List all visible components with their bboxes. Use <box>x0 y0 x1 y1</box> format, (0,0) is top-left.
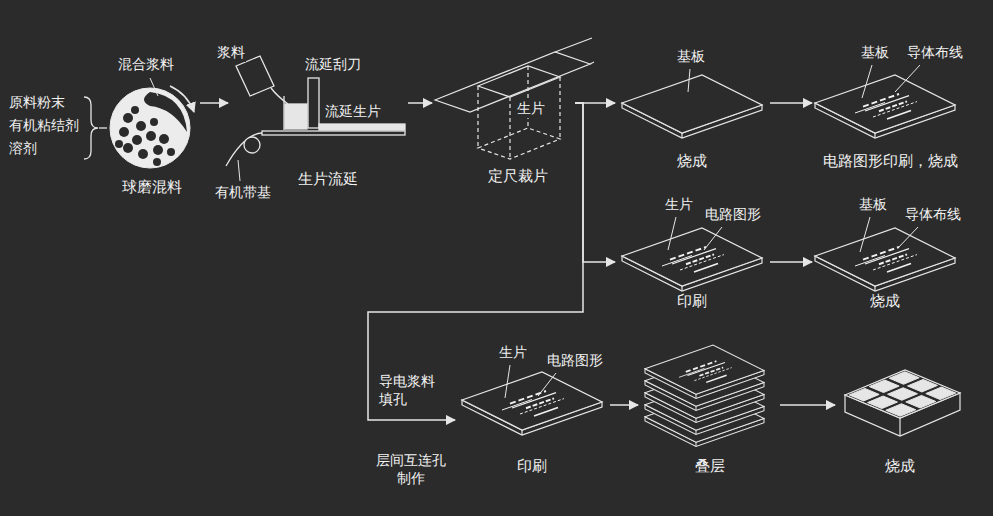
part-label: 电路图形 <box>546 352 604 370</box>
leader-line <box>150 78 158 96</box>
flow-arrow <box>200 102 228 104</box>
printed-green-sheet <box>622 228 762 291</box>
feed-line <box>99 127 107 128</box>
fired-printed-substrate <box>815 228 955 291</box>
stage-caption: 烧成 <box>868 292 902 310</box>
doctor-blade <box>308 78 319 128</box>
stage-caption: 生片流延 <box>296 170 360 188</box>
part-label: 导体布线 <box>906 44 964 62</box>
part-label: 生片 <box>664 196 694 214</box>
flow-arrow <box>575 103 615 262</box>
process-stage: 烧成 <box>835 360 967 488</box>
stage-caption: 印刷 <box>675 292 709 310</box>
tape-strip <box>435 52 590 112</box>
stage-caption: 烧成 <box>675 152 709 170</box>
part-label: 基板 <box>860 44 890 62</box>
part-label: 流延生片 <box>324 103 382 121</box>
stage-caption: 电路图形印刷，烧成 <box>821 152 960 170</box>
cut-frame <box>478 66 560 159</box>
part-label: 基板 <box>858 196 888 214</box>
stage-caption: 印刷 <box>515 457 549 475</box>
part-label: 溶剂 <box>8 140 38 158</box>
strip-edge <box>590 62 594 64</box>
stage-caption: 定尺裁片 <box>486 167 550 185</box>
green-tape <box>319 124 405 130</box>
roller <box>244 137 260 153</box>
stage-caption: 烧成 <box>883 457 917 475</box>
part-label: 生片 <box>498 344 528 362</box>
part-label: 导体布线 <box>904 206 962 224</box>
part-label: 流延刮刀 <box>304 56 362 74</box>
mill-drum <box>110 88 190 168</box>
slurry-swirl <box>144 92 187 132</box>
slurry-pitcher <box>236 56 274 96</box>
stage-caption: 叠层 <box>693 457 727 475</box>
process-stage: 叠层 <box>638 340 780 488</box>
carrier-feed <box>226 133 262 166</box>
part-label: 有机粘结剂 <box>8 117 80 135</box>
slurry-pool <box>285 104 307 129</box>
part-label: 混合浆料 <box>117 56 175 74</box>
flow-arrow <box>610 404 638 406</box>
part-label: 有机带基 <box>214 184 272 202</box>
edge-label: 导电浆料 填孔 <box>378 373 446 408</box>
fired-multilayer-block <box>845 370 960 436</box>
part-label: 电路图形 <box>704 206 762 224</box>
carrier-film <box>262 131 405 135</box>
laminated-stack <box>645 345 764 447</box>
cut-outline <box>478 66 560 97</box>
part-label: 层间互连孔 制作 <box>368 452 454 487</box>
flow-arrow <box>368 103 583 420</box>
leader-line <box>238 160 240 181</box>
rotation-arrow <box>170 86 194 112</box>
process-stage: 定尺裁片 <box>432 40 575 190</box>
process-stage: 球磨混料 <box>104 80 200 200</box>
via-printed-sheet <box>462 372 602 435</box>
leader-lines <box>505 65 920 398</box>
strip-edge <box>555 38 592 52</box>
part-label: 基板 <box>676 48 706 66</box>
flow-arrow <box>780 404 835 406</box>
ball-mill <box>84 78 194 168</box>
tape-caster <box>226 56 405 181</box>
flow-arrow <box>408 102 432 104</box>
flow-arrow <box>770 102 812 104</box>
part-label: 浆料 <box>216 44 246 62</box>
part-label: 生片 <box>516 100 546 118</box>
mill-balls <box>115 106 175 166</box>
fired-substrate <box>622 75 762 138</box>
flow-arrow <box>770 261 812 263</box>
printed-substrate <box>815 75 955 138</box>
pour-stream <box>271 88 288 104</box>
part-label: 原料粉末 <box>8 94 66 112</box>
sheet-cutting <box>435 38 594 159</box>
stage-caption: 球磨混料 <box>120 178 184 196</box>
input-bracket <box>84 97 98 159</box>
